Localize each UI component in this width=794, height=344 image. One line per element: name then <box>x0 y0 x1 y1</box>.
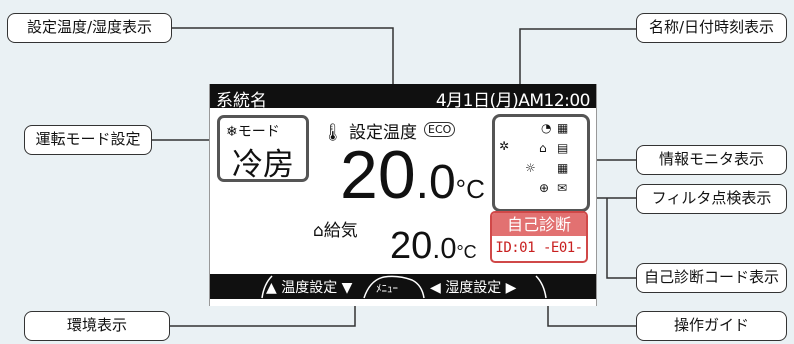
operation-guide-bar: ▲ 温度設定 ▼ ﾒﾆｭｰ ◀ 湿度設定 ▶ <box>210 274 596 299</box>
temp-setting-guide[interactable]: ▲ 温度設定 ▼ <box>266 280 353 296</box>
callout-environment: 環境表示 <box>24 311 170 341</box>
mode-header: ❄モード <box>226 121 280 141</box>
self-diag-label: 自己診断 <box>492 213 586 236</box>
air-label-row: ⌂給気 <box>313 216 358 241</box>
info-monitor[interactable]: ◔ ▦ ✲ ⌂ ▤ ☼ ▦ ⊕ ✉ <box>492 114 590 212</box>
house-icon: ⌂ <box>313 221 324 241</box>
air-temp-decimal: .0 <box>432 233 457 265</box>
house-icon: ⌂ <box>539 141 547 155</box>
energy-icon: ⊕ <box>539 181 550 195</box>
set-temp-decimal: .0 <box>415 156 456 209</box>
eco-icon: ECO <box>424 122 456 137</box>
mode-button[interactable]: ❄モード 冷房 <box>217 115 309 183</box>
callout-name-datetime: 名称/日付時刻表示 <box>636 13 787 43</box>
menu-guide[interactable]: ﾒﾆｭｰ <box>376 282 398 295</box>
self-diag-code: ID:01 -E01- <box>495 240 583 256</box>
callout-filter-check: フィルタ点検表示 <box>636 184 787 214</box>
filter-icon: ▤ <box>557 141 569 155</box>
mode-value: 冷房 <box>232 147 294 183</box>
callout-operation-guide: 操作ガイド <box>636 311 787 341</box>
mode-header-label: モード <box>237 124 280 140</box>
system-name: 系統名 <box>216 91 267 111</box>
temp-unit: °C <box>455 174 485 204</box>
thermometer-icon: 🌡 <box>322 123 344 143</box>
set-temp-display[interactable]: 20.0°C <box>340 136 485 214</box>
callout-self-diag-code: 自己診断コード表示 <box>636 263 787 293</box>
air-label: 給気 <box>323 221 358 241</box>
clock-icon: ◔ <box>541 121 552 135</box>
sun-icon: ☼ <box>525 161 536 175</box>
guide-dividers <box>261 275 547 299</box>
air-temp-integer: 20 <box>390 225 433 267</box>
set-temp-integer: 20 <box>340 137 416 213</box>
callout-operation-mode: 運転モード設定 <box>24 125 152 155</box>
fan-icon: ✲ <box>499 139 510 153</box>
calendar-icon: ▦ <box>557 121 569 135</box>
callout-set-temp-humidity: 設定温度/湿度表示 <box>7 13 172 43</box>
self-diag-box[interactable]: 自己診断 ID:01 -E01- <box>490 211 588 263</box>
controller-screen: 系統名 4月1日(月)AM12:00 ❄モード 冷房 🌡 設定温度 ECO 20… <box>209 84 597 306</box>
callout-info-monitor: 情報モニタ表示 <box>636 145 787 175</box>
air-temp-unit: °C <box>456 242 477 262</box>
set-temp-label: 設定温度 <box>349 123 417 143</box>
datetime-display: 4月1日(月)AM12:00 <box>435 91 591 111</box>
snowflake-icon: ❄ <box>226 124 238 140</box>
title-bar: 系統名 4月1日(月)AM12:00 <box>210 84 596 111</box>
set-temp-label-row: 🌡 設定温度 <box>322 118 417 143</box>
mail-icon: ✉ <box>557 181 568 195</box>
air-temp-display: 20.0°C <box>390 225 477 268</box>
humidity-setting-guide[interactable]: ◀ 湿度設定 ▶ <box>430 280 517 296</box>
grid-icon: ▦ <box>557 161 569 175</box>
